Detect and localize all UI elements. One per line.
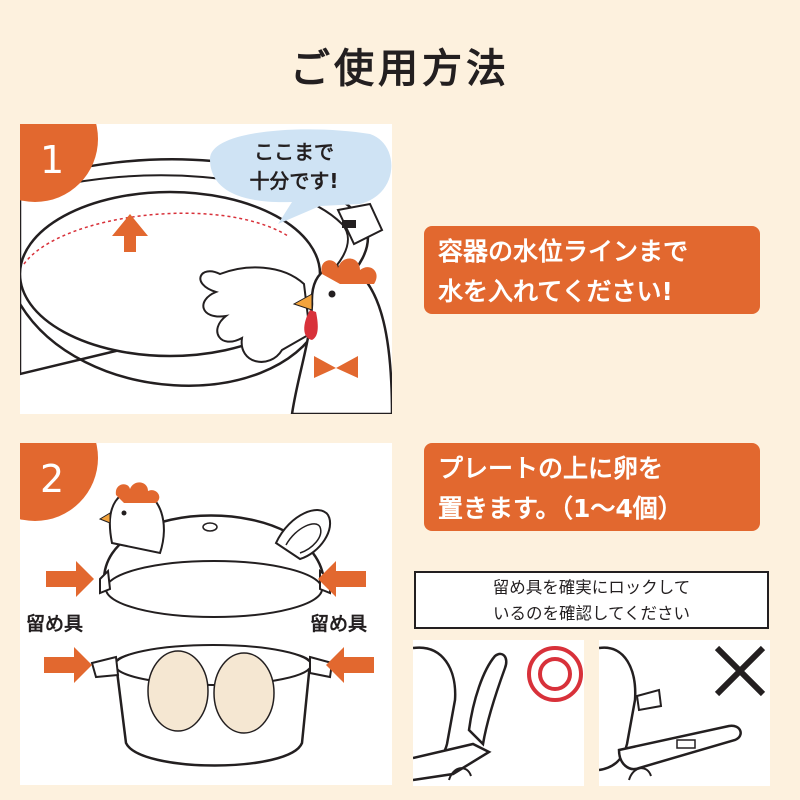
step2-instruction-line1: プレートの上に卵を bbox=[438, 454, 664, 483]
egg-cooker-illustration bbox=[44, 482, 374, 767]
correct-lock-example bbox=[413, 640, 584, 786]
double-circle-icon bbox=[527, 646, 583, 702]
page-title: ご使用方法 bbox=[290, 46, 510, 92]
step2-illustration-panel: 2 留め具 留め具 bbox=[20, 443, 392, 785]
step-number: 2 bbox=[40, 457, 65, 501]
incorrect-lock-example bbox=[599, 640, 770, 786]
arrow-right-icon bbox=[44, 647, 92, 683]
notice-line2: いるのを確認してください bbox=[492, 604, 690, 623]
step1-instruction: 容器の水位ラインまで 水を入れてください! bbox=[424, 226, 760, 314]
speech-bubble-line1: ここまで bbox=[254, 140, 334, 164]
arrow-up-icon bbox=[112, 214, 148, 252]
clip-lock-notice: 留め具を確実にロックして いるのを確認してください bbox=[414, 571, 769, 629]
speech-bubble: ここまで 十分です! bbox=[206, 138, 382, 196]
step1-illustration-panel: 1 bbox=[20, 124, 392, 414]
clip-label-left: 留め具 bbox=[26, 613, 84, 635]
step1-instruction-line2: 水を入れてください! bbox=[438, 277, 673, 306]
arrow-left-icon bbox=[326, 647, 374, 683]
step2-instruction: プレートの上に卵を 置きます。（1〜4個） bbox=[424, 443, 760, 531]
arrow-right-icon bbox=[46, 561, 94, 597]
speech-bubble-line2: 十分です! bbox=[249, 169, 339, 193]
arrow-left-icon bbox=[318, 561, 366, 597]
step-number: 1 bbox=[40, 138, 65, 182]
notice-line1: 留め具を確実にロックして bbox=[492, 578, 691, 597]
clip-label-right: 留め具 bbox=[310, 613, 368, 635]
step1-instruction-line1: 容器の水位ラインまで bbox=[438, 237, 689, 266]
cross-icon bbox=[714, 645, 766, 697]
pot-water-level-illustration bbox=[20, 129, 392, 414]
step2-instruction-line2: 置きます。（1〜4個） bbox=[438, 494, 683, 523]
